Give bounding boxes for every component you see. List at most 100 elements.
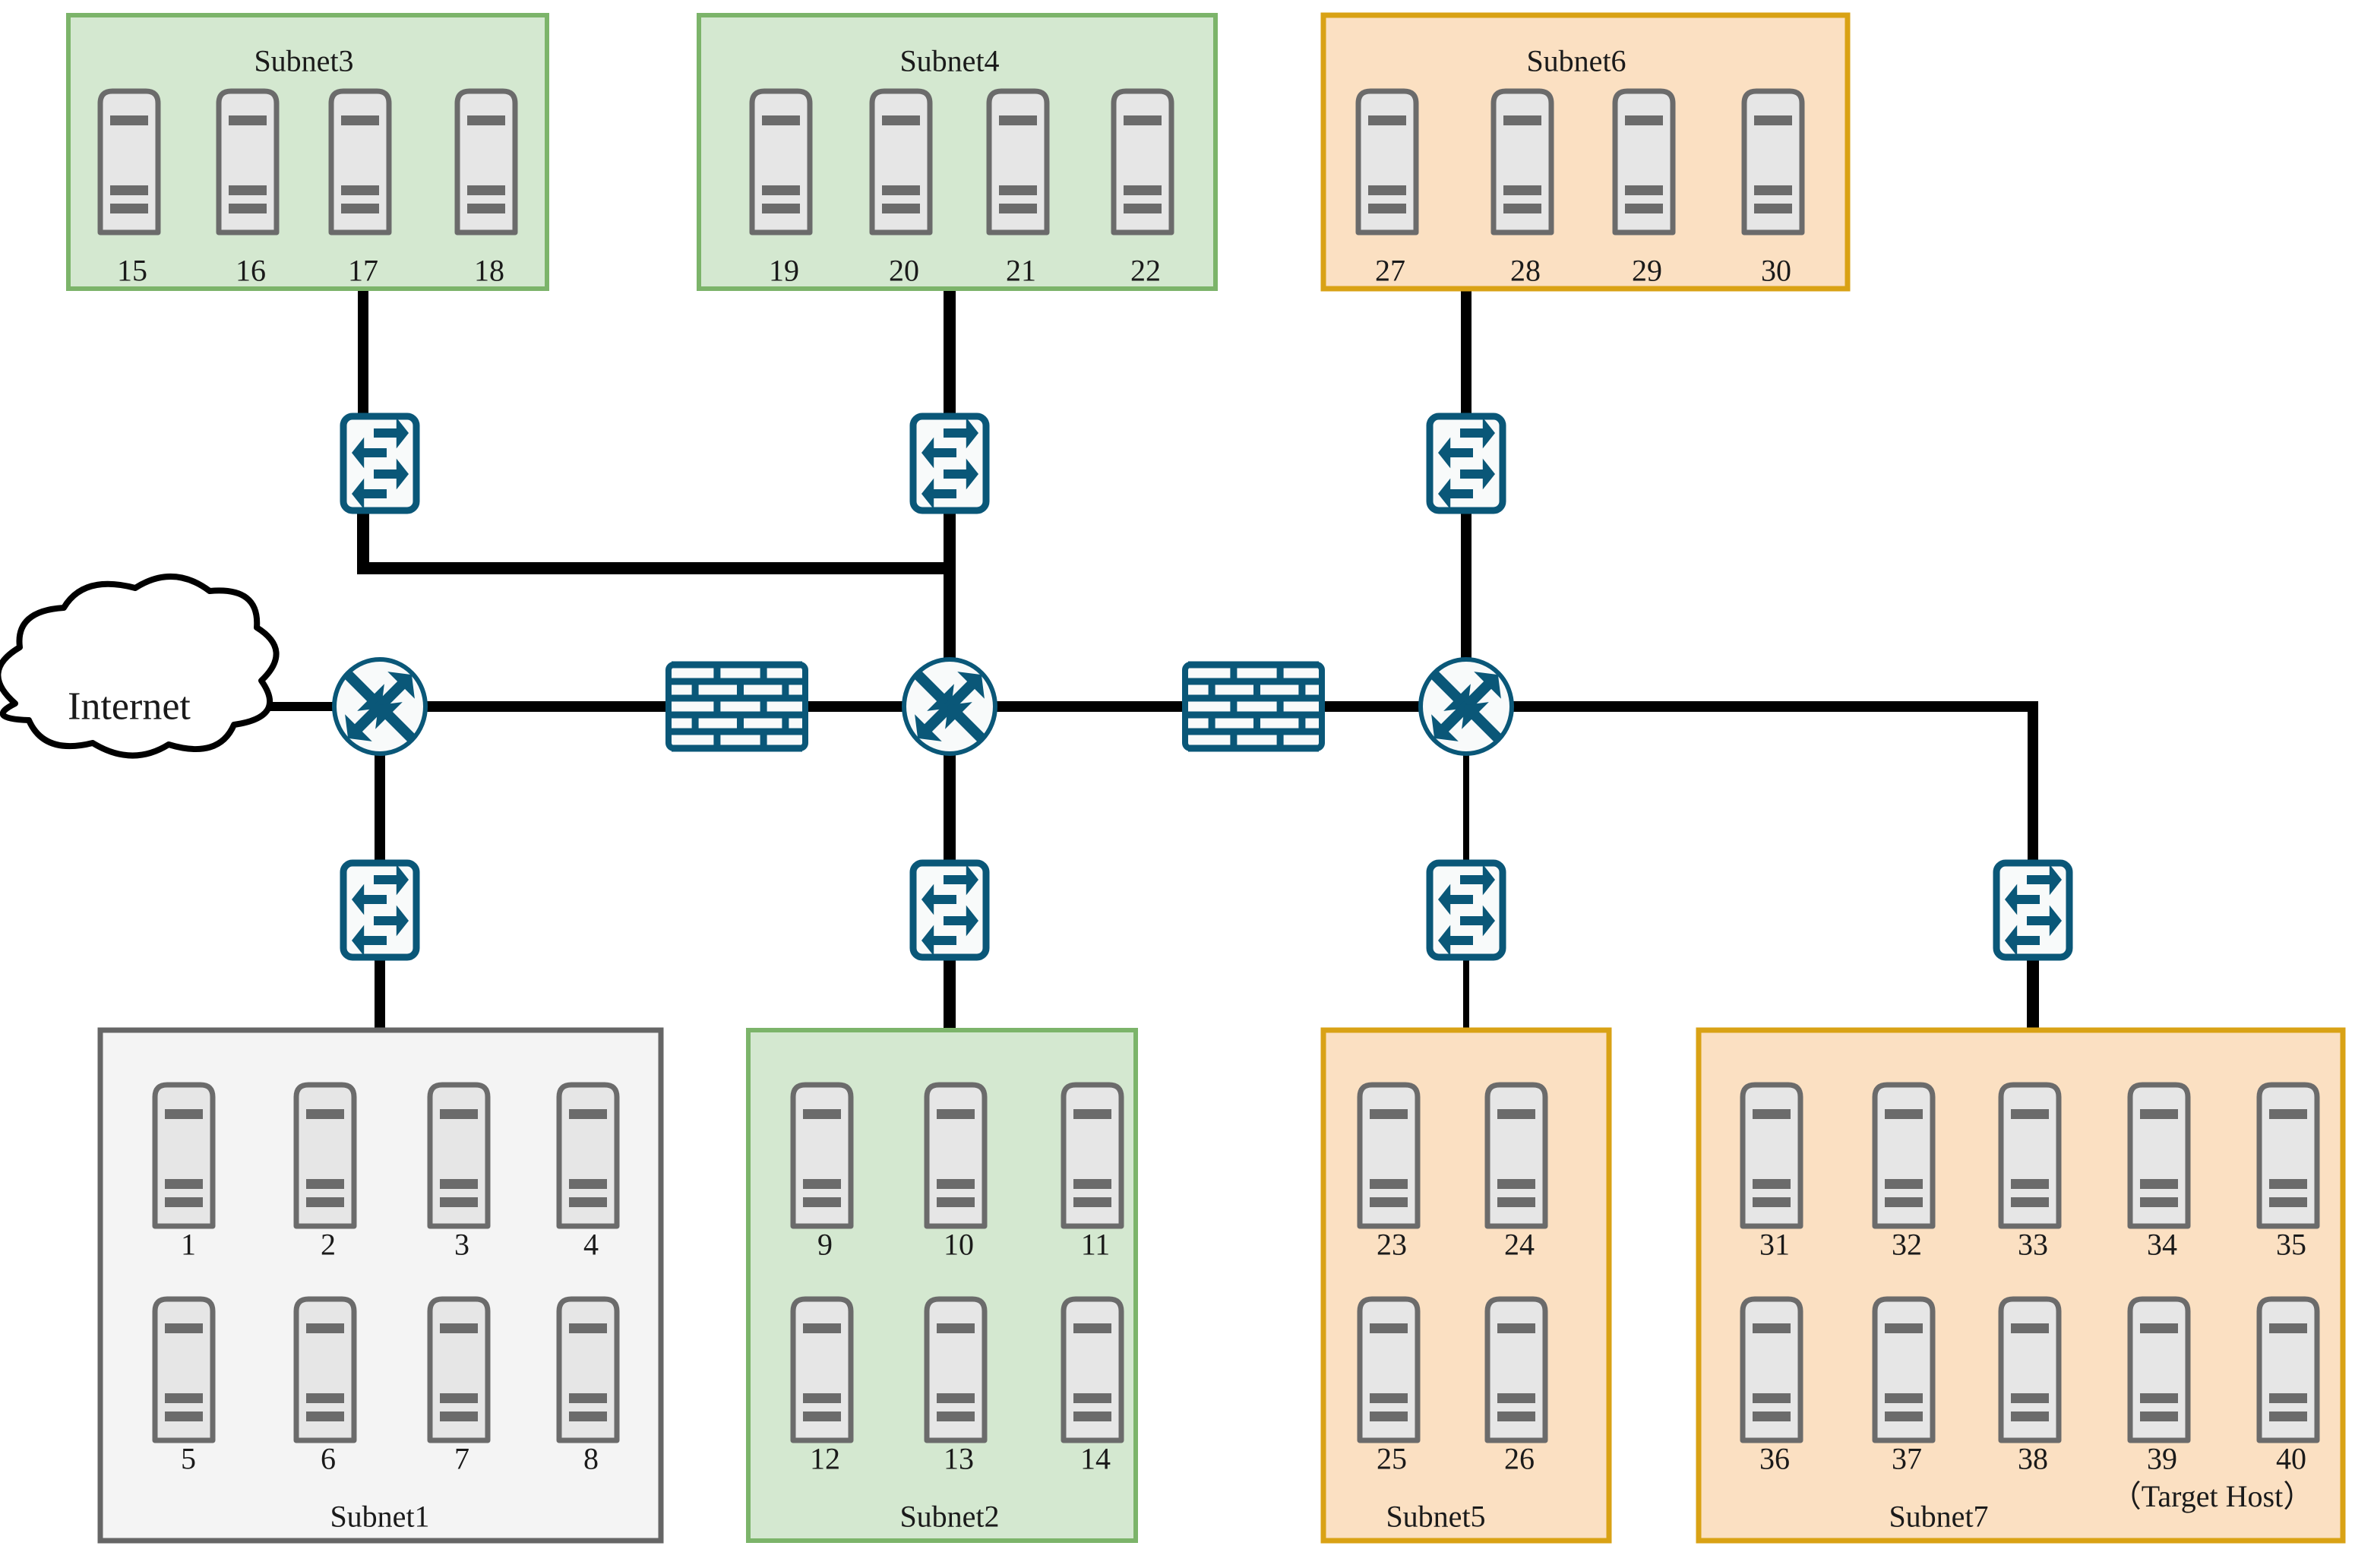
host-label: 9 xyxy=(817,1227,833,1262)
host-label: 12 xyxy=(810,1441,840,1476)
switch-icon[interactable] xyxy=(1426,413,1506,514)
switch-icon[interactable] xyxy=(909,413,990,514)
host-label: 10 xyxy=(944,1227,974,1262)
host-label: 3 xyxy=(454,1227,469,1262)
server-icon xyxy=(1872,1082,1936,1229)
server-icon xyxy=(2127,1082,2191,1229)
host-label: 40 xyxy=(2276,1441,2306,1476)
host-label: 35 xyxy=(2276,1227,2306,1262)
server-icon xyxy=(1061,1082,1124,1229)
server-icon xyxy=(216,88,280,236)
link-switch3-to-core-trunk xyxy=(357,511,950,574)
server-icon xyxy=(1111,88,1174,236)
server-icon xyxy=(1612,88,1676,236)
host-label: 30 xyxy=(1761,253,1791,288)
server-icon xyxy=(152,1082,216,1229)
server-icon xyxy=(790,1082,854,1229)
host-label: 1 xyxy=(181,1227,196,1262)
host-label: 7 xyxy=(454,1441,469,1476)
server-icon xyxy=(986,88,1050,236)
subnet-title-subnet7: Subnet7 xyxy=(1889,1499,1989,1534)
host-label: 32 xyxy=(1892,1227,1922,1262)
server-icon xyxy=(1061,1296,1124,1443)
host-label: 33 xyxy=(2018,1227,2048,1262)
server-icon xyxy=(1357,1082,1421,1229)
router-icon[interactable] xyxy=(902,657,997,756)
host-label: 11 xyxy=(1080,1227,1111,1262)
firewall-icon[interactable] xyxy=(1182,661,1325,752)
link-router-right-switch7 xyxy=(1466,701,2038,863)
host-label: 21 xyxy=(1006,253,1036,288)
server-icon xyxy=(1998,1082,2062,1229)
host-label: 20 xyxy=(889,253,919,288)
switch-icon[interactable] xyxy=(1993,859,2073,961)
server-icon xyxy=(869,88,933,236)
host-label: 19 xyxy=(769,253,799,288)
server-icon xyxy=(924,1296,988,1443)
host-label: 38 xyxy=(2018,1441,2048,1476)
server-icon xyxy=(293,1296,357,1443)
server-icon xyxy=(2127,1296,2191,1443)
host-label: 39 xyxy=(2147,1441,2177,1476)
host-label: 37 xyxy=(1892,1441,1922,1476)
server-icon xyxy=(152,1296,216,1443)
host-label: 4 xyxy=(583,1227,599,1262)
server-icon xyxy=(790,1296,854,1443)
host-label: 31 xyxy=(1759,1227,1790,1262)
server-icon xyxy=(328,88,392,236)
server-icon xyxy=(1484,1296,1548,1443)
host-label: 24 xyxy=(1504,1227,1535,1262)
server-icon xyxy=(1490,88,1554,236)
host-label: 27 xyxy=(1375,253,1405,288)
host-label: 5 xyxy=(181,1441,196,1476)
switch-icon[interactable] xyxy=(340,859,420,961)
host-label: 6 xyxy=(321,1441,336,1476)
internet-cloud-icon xyxy=(0,573,280,759)
server-icon xyxy=(2256,1296,2320,1443)
switch-icon[interactable] xyxy=(340,413,420,514)
server-icon xyxy=(1740,1296,1803,1443)
router-icon[interactable] xyxy=(332,657,428,756)
host-label: 8 xyxy=(583,1441,599,1476)
firewall-icon[interactable] xyxy=(665,661,808,752)
switch-icon[interactable] xyxy=(909,859,990,961)
subnet-title-subnet5: Subnet5 xyxy=(1386,1499,1486,1534)
server-icon xyxy=(293,1082,357,1229)
server-icon xyxy=(1998,1296,2062,1443)
server-icon xyxy=(556,1082,620,1229)
host-label: 16 xyxy=(236,253,266,288)
host-label: 34 xyxy=(2147,1227,2177,1262)
subnet-title-subnet3: Subnet3 xyxy=(254,43,354,78)
host-label: 18 xyxy=(474,253,504,288)
host-label: 2 xyxy=(321,1227,336,1262)
server-icon xyxy=(454,88,518,236)
switch-icon[interactable] xyxy=(1426,859,1506,961)
host-label: 17 xyxy=(348,253,378,288)
server-icon xyxy=(2256,1082,2320,1229)
host-label: 29 xyxy=(1632,253,1662,288)
internet-label: Internet xyxy=(68,684,191,729)
target-host-label: （Target Host） xyxy=(2110,1479,2314,1513)
host-label: 22 xyxy=(1130,253,1161,288)
host-label: 36 xyxy=(1759,1441,1790,1476)
subnet-title-subnet4: Subnet4 xyxy=(899,43,1000,78)
host-label: 15 xyxy=(117,253,147,288)
subnet-title-subnet6: Subnet6 xyxy=(1526,43,1626,78)
server-icon xyxy=(1740,1082,1803,1229)
host-label: 14 xyxy=(1080,1441,1111,1476)
host-label: 25 xyxy=(1377,1441,1407,1476)
server-icon xyxy=(427,1082,491,1229)
server-icon xyxy=(1872,1296,1936,1443)
server-icon xyxy=(1357,1296,1421,1443)
subnet-title-subnet2: Subnet2 xyxy=(899,1499,1000,1534)
server-icon xyxy=(749,88,813,236)
router-icon[interactable] xyxy=(1418,657,1514,756)
server-icon xyxy=(1741,88,1805,236)
host-label: 26 xyxy=(1504,1441,1535,1476)
host-label: 23 xyxy=(1377,1227,1407,1262)
host-label: 13 xyxy=(944,1441,974,1476)
subnet-title-subnet1: Subnet1 xyxy=(330,1499,430,1534)
